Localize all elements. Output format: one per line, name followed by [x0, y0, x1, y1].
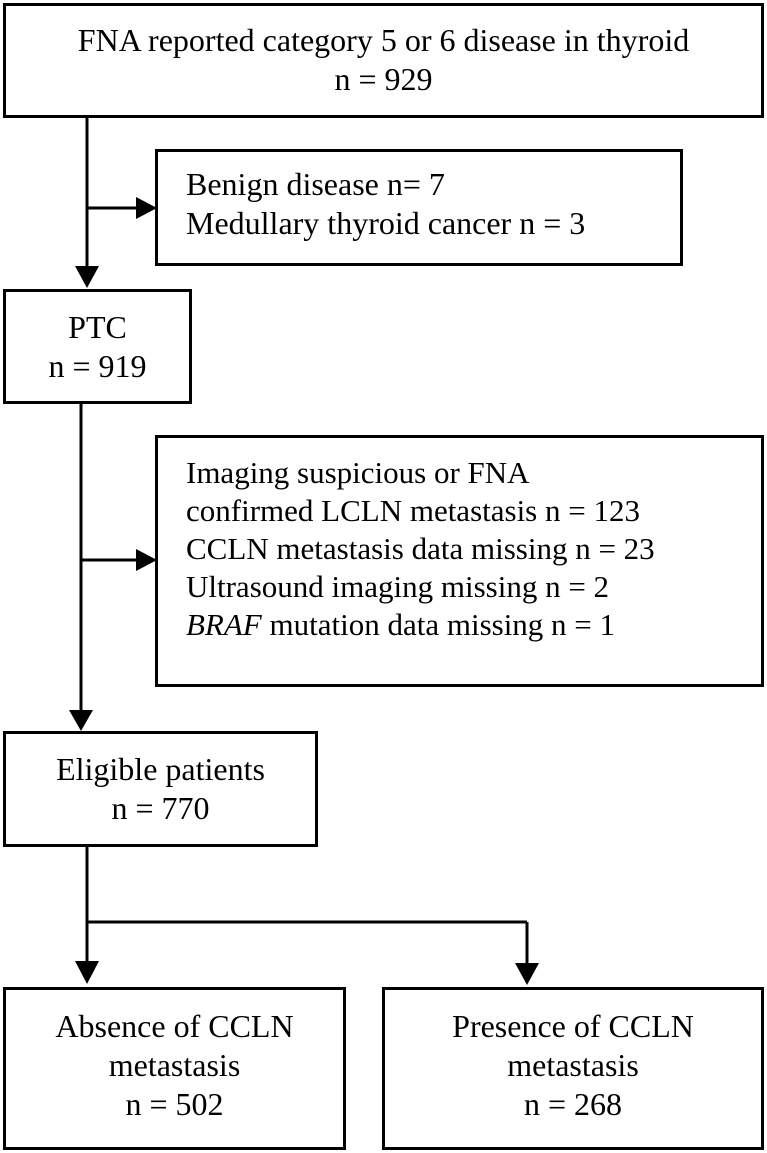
fna-count: n = 929 — [334, 61, 433, 97]
braf-missing-rest: mutation data missing n = 1 — [261, 607, 616, 642]
fna-label: FNA reported category 5 or 6 disease in … — [77, 22, 690, 58]
eligible-label: Eligible patients — [56, 751, 265, 787]
excluded-box-2: Imaging suspicious or FNA confirmed LCLN… — [155, 435, 764, 687]
presence-label-2: metastasis — [507, 1047, 639, 1083]
medullary-cancer-text: Medullary thyroid cancer n = 3 — [186, 205, 586, 241]
presence-label: Presence of CCLN — [452, 1008, 694, 1044]
ultrasound-missing-text: Ultrasound imaging missing n = 2 — [186, 569, 610, 604]
absence-label-2: metastasis — [108, 1047, 241, 1083]
ptc-label: PTC — [68, 309, 127, 345]
imaging-suspicious-text: Imaging suspicious or FNA — [186, 455, 530, 490]
benign-disease-text: Benign disease n= 7 — [186, 166, 445, 202]
presence-ccln-box: Presence of CCLN metastasis n = 268 — [382, 987, 764, 1150]
braf-missing-text: BRAF mutation data missing n = 1 — [186, 606, 761, 644]
braf-gene-label: BRAF — [186, 607, 262, 642]
eligible-count: n = 770 — [111, 790, 210, 826]
absence-label: Absence of CCLN — [55, 1008, 294, 1044]
lcln-metastasis-text: confirmed LCLN metastasis n = 123 — [186, 493, 640, 528]
absence-ccln-box: Absence of CCLN metastasis n = 502 — [3, 987, 346, 1150]
ccln-missing-text: CCLN metastasis data missing n = 23 — [186, 531, 655, 566]
fna-category-box: FNA reported category 5 or 6 disease in … — [3, 3, 764, 118]
eligible-patients-box: Eligible patients n = 770 — [3, 731, 318, 847]
presence-count: n = 268 — [523, 1086, 623, 1122]
absence-count: n = 502 — [125, 1086, 224, 1122]
ptc-count: n = 919 — [48, 348, 147, 384]
ptc-box: PTC n = 919 — [3, 289, 192, 404]
excluded-box-1: Benign disease n= 7 Medullary thyroid ca… — [155, 149, 683, 266]
